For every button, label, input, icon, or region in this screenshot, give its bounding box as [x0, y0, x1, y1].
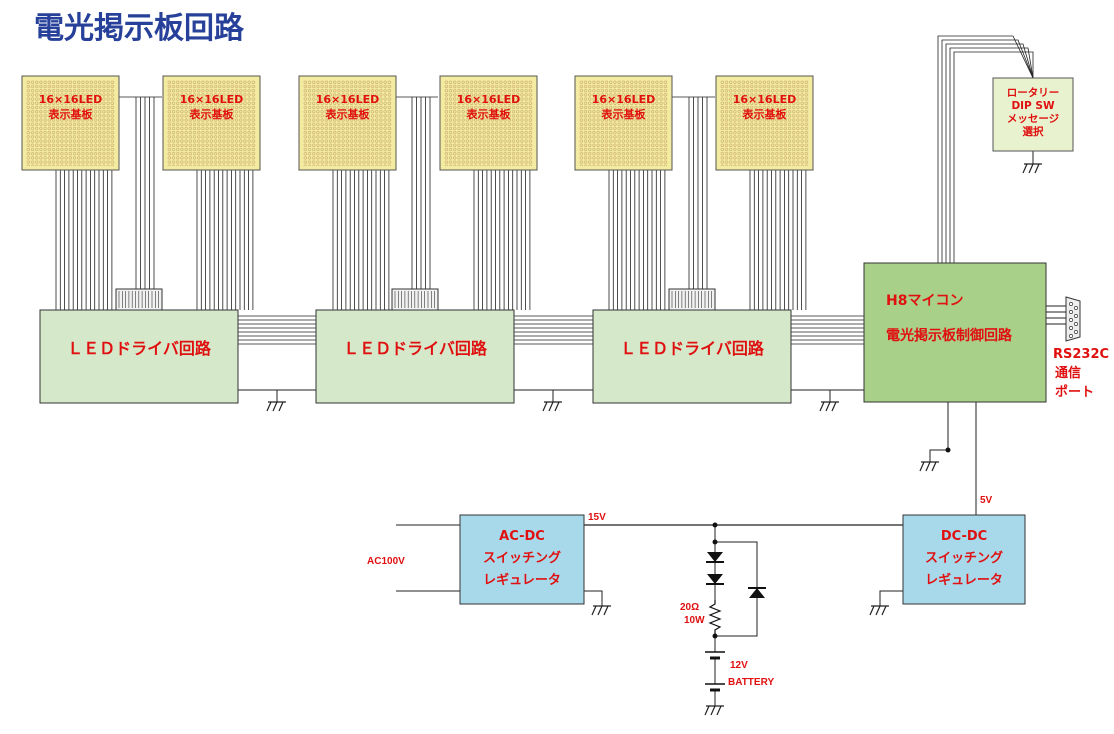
power-components	[705, 447, 951, 692]
led-display-board: 16×16LED 表示基板	[574, 75, 673, 171]
connector	[115, 288, 163, 311]
led-board-label-1: 16×16LED	[316, 93, 380, 106]
ground-icon	[819, 401, 839, 412]
led-board-label-2: 表示基板	[742, 107, 788, 121]
led-board-label-2: 表示基板	[466, 107, 512, 121]
mcu-label-2: 電光掲示板制御回路	[886, 327, 1013, 344]
acdc-switching-regulator: AC-DC スイッチング レギュレータ	[459, 514, 585, 605]
ac100v-label: AC100V	[367, 556, 405, 567]
rs232c-label-3: ポート	[1055, 384, 1094, 400]
driver-label: ＬＥＤドライバ回路	[343, 339, 488, 358]
rs232c-connector	[1065, 296, 1081, 342]
led-board-label-2: 表示基板	[48, 107, 94, 121]
dcdc-label-2: スイッチング	[925, 550, 1003, 566]
ground-icon	[919, 461, 939, 472]
ground-icon	[869, 605, 889, 616]
rotary-label-1: ロータリー	[1007, 87, 1060, 99]
resistor	[708, 600, 722, 636]
led-board-label-1: 16×16LED	[180, 93, 244, 106]
page-title: 電光掲示板回路	[34, 11, 245, 46]
led-display-board: 16×16LED 表示基板	[439, 75, 538, 171]
led-board-label-2: 表示基板	[189, 107, 235, 121]
led-display-board: 16×16LED 表示基板	[21, 75, 120, 171]
ribbon-connectors	[115, 288, 716, 311]
resistor-label-2: 10W	[684, 615, 705, 626]
5v-label: 5V	[980, 495, 993, 506]
led-driver-circuit: ＬＥＤドライバ回路	[39, 309, 239, 404]
mcu-label-1: H8マイコン	[886, 293, 963, 309]
led-display-board: 16×16LED 表示基板	[162, 75, 261, 171]
diode-2	[706, 574, 724, 585]
wiring	[55, 35, 1066, 706]
rs232c-label-1: RS232C	[1053, 347, 1109, 362]
ground-icon	[542, 401, 562, 412]
led-driver-circuit: ＬＥＤドライバ回路	[592, 309, 792, 404]
acdc-label-2: スイッチング	[483, 550, 561, 566]
led-boards: 16×16LED 表示基板 16×16LED 表示基板 16×16LED 表示基…	[21, 75, 814, 171]
bypass-diode	[748, 587, 766, 598]
battery	[705, 651, 725, 692]
connector	[391, 288, 439, 311]
diode-1	[706, 552, 724, 563]
ground-icon	[266, 401, 286, 412]
connector	[668, 288, 716, 311]
led-driver-circuit: ＬＥＤドライバ回路	[315, 309, 515, 404]
acdc-label-1: AC-DC	[499, 529, 545, 544]
led-board-label-1: 16×16LED	[733, 93, 797, 106]
dcdc-label-3: レギュレータ	[925, 572, 1003, 588]
led-board-label-2: 表示基板	[325, 107, 371, 121]
led-board-label-1: 16×16LED	[457, 93, 521, 106]
led-display-board: 16×16LED 表示基板	[715, 75, 814, 171]
led-board-label-1: 16×16LED	[592, 93, 656, 106]
rotary-label-4: 選択	[1023, 125, 1045, 138]
rs232c-label-2: 通信	[1055, 365, 1081, 381]
h8-microcontroller: H8マイコン 電光掲示板制御回路	[863, 262, 1047, 403]
led-board-label-1: 16×16LED	[39, 93, 103, 106]
15v-label: 15V	[588, 512, 606, 523]
driver-label: ＬＥＤドライバ回路	[67, 339, 212, 358]
ground-icon	[1022, 163, 1042, 174]
resistor-label-1: 20Ω	[680, 602, 699, 613]
rotary-dip-switch: ロータリー DIP SW メッセージ 選択	[992, 77, 1074, 152]
ground-icon	[704, 705, 724, 716]
dcdc-switching-regulator: DC-DC スイッチング レギュレータ	[902, 514, 1026, 605]
acdc-label-3: レギュレータ	[483, 572, 561, 588]
rotary-label-3: メッセージ	[1007, 113, 1060, 125]
ground-icon	[591, 605, 611, 616]
ground-symbols	[266, 163, 1042, 716]
battery-label-2: BATTERY	[728, 677, 774, 688]
led-board-label-2: 表示基板	[601, 107, 647, 121]
led-display-board: 16×16LED 表示基板	[298, 75, 397, 171]
rotary-label-2: DIP SW	[1011, 100, 1055, 112]
battery-label-1: 12V	[730, 660, 748, 671]
dcdc-label-1: DC-DC	[941, 529, 987, 544]
driver-label: ＬＥＤドライバ回路	[620, 339, 765, 358]
